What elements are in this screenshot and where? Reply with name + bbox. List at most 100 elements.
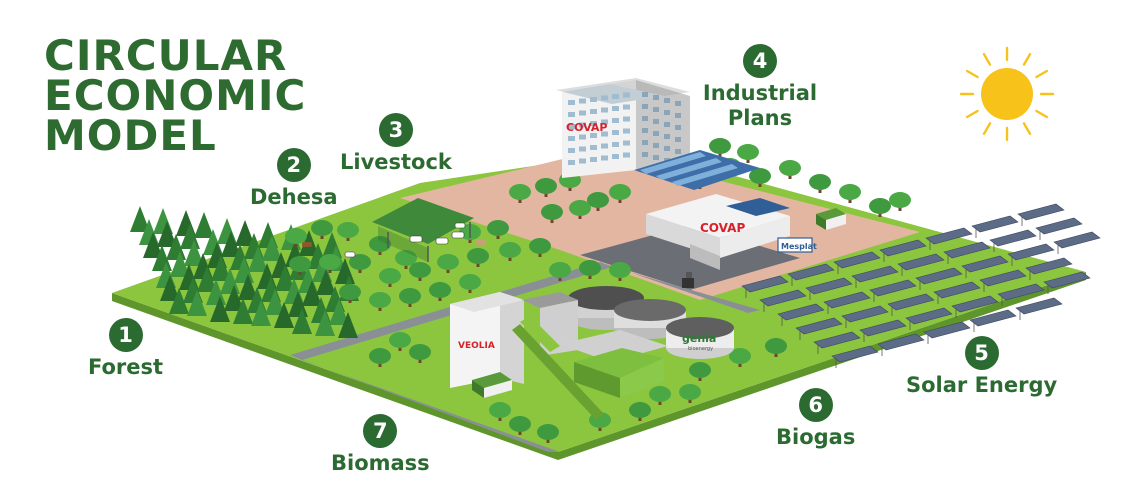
tree-icon bbox=[679, 384, 701, 400]
zone-label: Forest bbox=[88, 355, 164, 379]
tree-icon bbox=[160, 275, 180, 301]
tree-icon bbox=[319, 254, 341, 270]
tree-icon bbox=[275, 265, 295, 291]
tree-icon bbox=[169, 288, 189, 314]
livestock-barn bbox=[372, 198, 474, 262]
tree-icon bbox=[316, 269, 336, 295]
tree-icon bbox=[224, 285, 244, 311]
zone-number-badge: 3 bbox=[378, 113, 413, 147]
tree-icon bbox=[609, 262, 631, 278]
tree-icon bbox=[292, 308, 312, 334]
tree-icon bbox=[537, 424, 559, 440]
tree-icon bbox=[749, 168, 771, 184]
zone-number-badge: 6 bbox=[798, 388, 833, 422]
tree-icon bbox=[262, 235, 282, 261]
zone-industrial-plans: 4 Industrial Plans bbox=[700, 44, 820, 131]
tree-icon bbox=[379, 268, 401, 284]
tree-icon bbox=[765, 338, 787, 354]
sun-icon bbox=[959, 46, 1055, 142]
tree-icon bbox=[233, 298, 253, 324]
tree-icon bbox=[369, 236, 391, 252]
zone-label: Industrial Plans bbox=[702, 81, 818, 130]
tree-icon bbox=[809, 174, 831, 190]
tree-icon bbox=[549, 262, 571, 278]
tree-icon bbox=[274, 302, 294, 328]
zone-number-badge: 7 bbox=[363, 414, 398, 448]
tree-icon bbox=[459, 274, 481, 290]
tree-icon bbox=[289, 256, 311, 272]
tree-icon bbox=[234, 257, 254, 283]
zone-number-badge: 2 bbox=[276, 148, 311, 182]
zone-label: Biogas bbox=[776, 425, 856, 449]
forklift-icon bbox=[682, 272, 694, 288]
tree-icon bbox=[130, 206, 150, 232]
tree-icon bbox=[467, 248, 489, 264]
tree-icon bbox=[395, 250, 417, 266]
zone-label: Biomass bbox=[331, 451, 430, 475]
tree-icon bbox=[649, 386, 671, 402]
tree-icon bbox=[166, 234, 186, 260]
greenhouse bbox=[634, 150, 760, 190]
tree-icon bbox=[369, 292, 391, 308]
tree-icon bbox=[180, 223, 200, 249]
tree-icon bbox=[737, 144, 759, 160]
zone-dehesa: 2 Dehesa bbox=[250, 148, 338, 210]
biogas-tank-icon bbox=[568, 286, 734, 359]
tree-icon bbox=[220, 268, 240, 294]
truck-icon bbox=[472, 372, 512, 398]
title-line-3: MODEL bbox=[44, 111, 217, 160]
tree-icon bbox=[889, 192, 911, 208]
tree-icon bbox=[709, 138, 731, 154]
zone-forest: 1 Forest bbox=[88, 318, 163, 380]
zone-solar-energy: 5 Solar Energy bbox=[906, 336, 1057, 398]
covap-tower-sign: COVAP bbox=[566, 121, 607, 134]
tree-icon bbox=[210, 296, 230, 322]
tree-icon bbox=[206, 279, 226, 305]
tree-icon bbox=[235, 220, 255, 246]
tree-icon bbox=[311, 220, 333, 236]
tree-icon bbox=[211, 255, 231, 281]
tree-icon bbox=[499, 242, 521, 258]
tree-icon bbox=[535, 178, 557, 194]
tree-icon bbox=[349, 254, 371, 270]
tree-icon bbox=[197, 266, 217, 292]
tree-icon bbox=[487, 220, 509, 236]
covap-plant-sign: COVAP bbox=[700, 221, 745, 235]
tree-icon bbox=[579, 260, 601, 276]
tree-icon bbox=[569, 200, 591, 216]
tree-icon bbox=[187, 290, 207, 316]
zone-label: Solar Energy bbox=[906, 373, 1058, 397]
covap-office-tower bbox=[556, 78, 690, 178]
tree-icon bbox=[157, 221, 177, 247]
solar-panel-icon bbox=[741, 203, 1101, 368]
zone-number-badge: 4 bbox=[743, 44, 777, 78]
tree-icon bbox=[339, 284, 361, 300]
land-edge bbox=[112, 272, 1086, 460]
tree-icon bbox=[729, 348, 751, 364]
road-industrial bbox=[600, 262, 760, 313]
tree-icon bbox=[315, 310, 335, 336]
tree-icon bbox=[184, 240, 204, 266]
tree-icon bbox=[170, 251, 190, 277]
tree-icon bbox=[248, 246, 268, 272]
tree-icon bbox=[779, 160, 801, 176]
tree-icon bbox=[285, 228, 307, 244]
zone-biogas: 6 Biogas bbox=[776, 388, 855, 450]
zone-label: Livestock bbox=[340, 150, 452, 174]
tree-icon bbox=[509, 416, 531, 432]
title-line-2: ECONOMIC bbox=[44, 71, 307, 120]
tree-icon bbox=[288, 291, 308, 317]
tree-icon bbox=[489, 402, 511, 418]
truck-icon bbox=[816, 208, 846, 230]
tree-icon bbox=[399, 288, 421, 304]
tree-icon bbox=[238, 274, 258, 300]
tree-icon bbox=[509, 184, 531, 200]
tree-icon bbox=[541, 204, 563, 220]
tree-icon bbox=[689, 362, 711, 378]
title-line-1: CIRCULAR bbox=[44, 31, 288, 80]
tree-icon bbox=[143, 232, 163, 258]
tree-icon bbox=[194, 212, 214, 238]
tree-icon bbox=[337, 222, 359, 238]
page-title: CIRCULAR ECONOMIC MODEL bbox=[44, 31, 307, 160]
